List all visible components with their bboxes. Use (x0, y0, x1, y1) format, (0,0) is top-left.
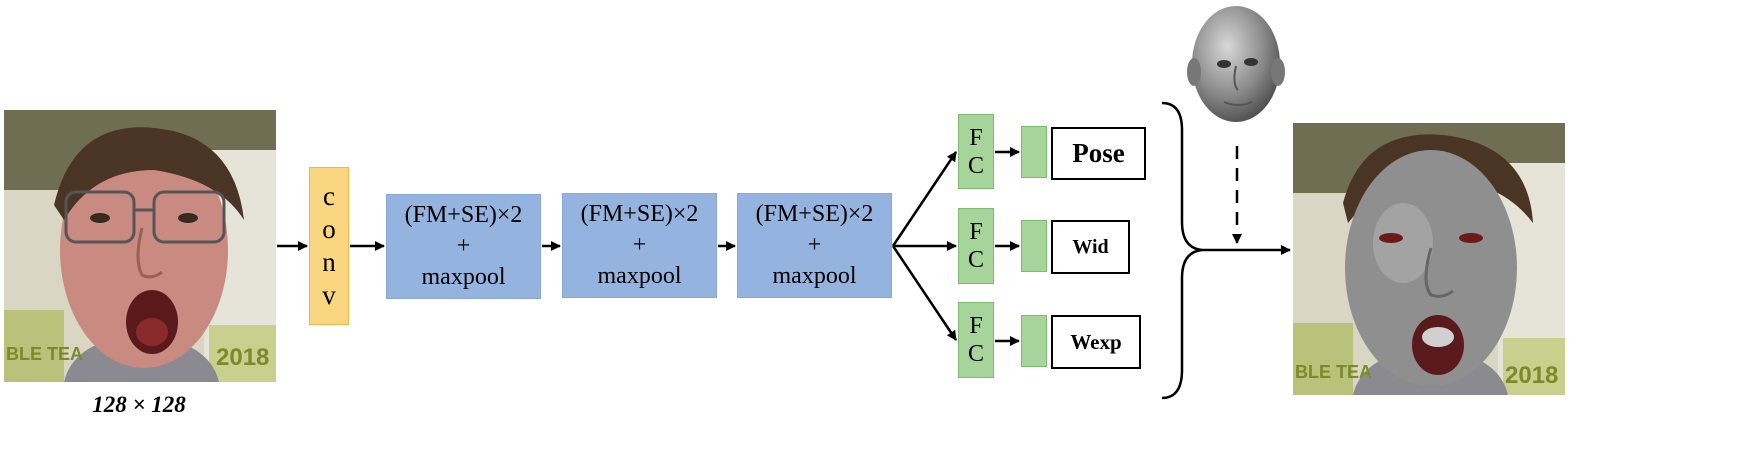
fc-letter: F (969, 124, 983, 151)
fmse-block-3: (FM+SE)×2 + maxpool (737, 193, 892, 298)
fc-layer-pose: F C (958, 114, 994, 189)
conv-letter: v (322, 280, 336, 310)
arrow-to-fc-wexp (891, 245, 958, 341)
fc-letter: C (967, 247, 984, 273)
conv-letter: c (323, 181, 335, 211)
block-line: (FM+SE)×2 (580, 201, 699, 227)
block-line: maxpool (597, 263, 682, 289)
fc-letter: F (969, 219, 983, 245)
fmse-block-1: (FM+SE)×2 + maxpool (386, 194, 541, 299)
svg-text:BLE TEA: BLE TEA (6, 344, 83, 364)
conv-layer: c o n v (309, 167, 349, 325)
block-line: + (632, 232, 647, 258)
curly-brace (1161, 101, 1203, 400)
svg-text:2018: 2018 (216, 344, 269, 371)
fc-letter: C (967, 152, 984, 179)
block-line: + (456, 233, 471, 259)
fc-layer-wid: F C (958, 208, 994, 284)
fmse-block-2: (FM+SE)×2 + maxpool (562, 193, 717, 298)
fc-letter: C (967, 341, 984, 367)
block-line: (FM+SE)×2 (404, 202, 523, 228)
conv-letter: o (322, 214, 336, 244)
feature-vector-wexp (1021, 315, 1047, 367)
conv-letter: n (322, 247, 336, 277)
block-line: maxpool (772, 263, 857, 289)
3d-head-model (1186, 4, 1286, 132)
fc-letter: F (969, 313, 983, 339)
block-line: maxpool (421, 264, 506, 290)
wexp-output-box: Wexp (1051, 315, 1141, 369)
arrow-to-fc-pose (891, 151, 958, 247)
feature-vector-pose (1021, 126, 1047, 178)
block-line: (FM+SE)×2 (755, 201, 874, 227)
block-line: + (807, 232, 822, 258)
pose-output-box: Pose (1051, 127, 1146, 180)
feature-vector-wid (1021, 220, 1047, 272)
input-face-image: BLE TEA 2018 (4, 110, 276, 382)
wid-output-box: Wid (1051, 220, 1130, 274)
svg-text:2018: 2018 (1505, 362, 1558, 389)
fc-layer-wexp: F C (958, 302, 994, 378)
svg-text:BLE TEA: BLE TEA (1295, 362, 1372, 382)
output-reconstruction-image: BLE TEA 2018 (1293, 123, 1565, 395)
input-size-caption: 128 × 128 (92, 392, 186, 417)
